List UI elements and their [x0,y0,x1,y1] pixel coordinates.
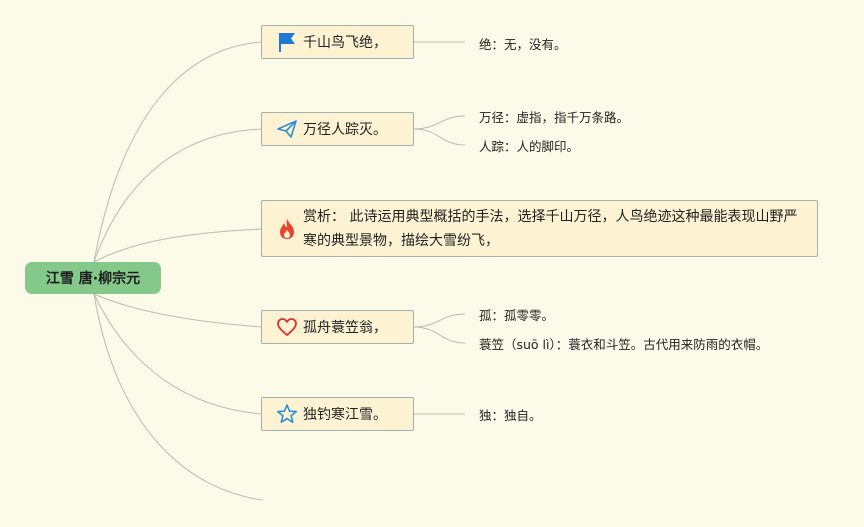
branch-topic-3-label: 赏析： 此诗运用典型概括的手法，选择千山万径，人鸟绝迹这种最能表现山野严寒的典型… [303,209,798,249]
branch-topic-3[interactable]: 赏析： 此诗运用典型概括的手法，选择千山万径，人鸟绝迹这种最能表现山野严寒的典型… [261,200,818,257]
branch-topic-4-label: 孤舟蓑笠翁， [303,320,387,336]
root-topic[interactable]: 江雪 唐·柳宗元 [25,262,161,294]
note-branch-4-2: 蓑笠（suō lì）：蓑衣和斗笠。古代用来防雨的衣帽。 [479,337,769,352]
note-branch-2-1: 万径：虚指，指千万条路。 [479,110,630,125]
branch-topic-5-label: 独钓寒江雪。 [303,407,387,423]
connector-root-branch-1 [93,41,263,263]
root-topic-label: 江雪 唐·柳宗元 [45,271,141,287]
connector-root-branch-4 [93,293,263,328]
paper-plane-icon [277,120,297,138]
branch-topic-1[interactable]: 千山鸟飞绝， [261,25,414,59]
fire-icon [280,219,294,239]
note-branch-5-1: 独：独自。 [479,408,542,423]
branch-topic-4[interactable]: 孤舟蓑笠翁， [261,310,414,344]
star-icon [277,404,297,424]
flag-icon [279,33,295,52]
connector-branch-2-note-1 [412,115,466,130]
note-branch-4-1: 孤：孤零零。 [479,308,555,323]
branch-topic-2[interactable]: 万径人踪灭。 [261,112,414,146]
heart-icon [277,318,297,336]
connector-branch-4-note-2 [412,326,466,344]
connector-root-tail [93,293,263,501]
connector-root-branch-5 [93,293,263,415]
branch-topic-2-label: 万径人踪灭。 [303,122,387,138]
connector-root-branch-3 [93,228,263,263]
note-branch-2-2: 人踪：人的脚印。 [479,139,580,154]
connector-branch-4-note-1 [412,313,466,328]
branch-topic-5[interactable]: 独钓寒江雪。 [261,397,414,431]
connector-branch-2-note-2 [412,128,466,146]
branch-topic-1-label: 千山鸟飞绝， [303,35,387,51]
connector-root-branch-2 [93,128,263,263]
note-branch-1-1: 绝：无，没有。 [479,37,567,52]
